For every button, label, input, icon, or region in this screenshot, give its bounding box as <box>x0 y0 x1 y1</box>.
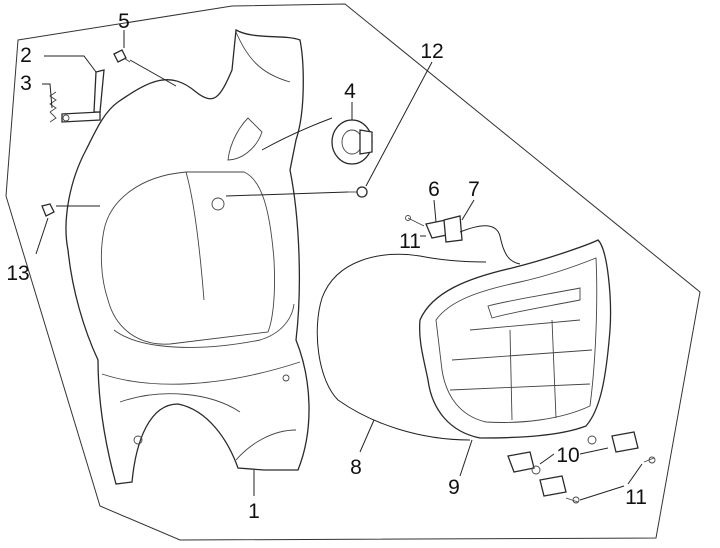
callout-6: 6 <box>428 178 440 201</box>
leader-lines <box>35 30 643 501</box>
part-screw-12 <box>348 186 368 198</box>
part-leg-shield <box>65 28 310 485</box>
part-glove-box <box>418 239 612 439</box>
part-hinges <box>507 431 639 497</box>
callout-1: 1 <box>248 500 260 523</box>
part-screws-11 <box>565 456 656 504</box>
callout-5: 5 <box>118 10 130 33</box>
callout-7: 7 <box>468 178 480 201</box>
callout-4: 4 <box>344 80 356 103</box>
callout-2: 2 <box>20 44 32 67</box>
part-latch-6-7 <box>405 215 463 243</box>
callout-10: 10 <box>556 444 579 467</box>
part-hook <box>61 69 105 123</box>
callout-9: 9 <box>448 476 460 499</box>
callout-8: 8 <box>350 456 362 479</box>
part-lock-ring <box>331 119 373 165</box>
callout-13: 13 <box>6 262 29 285</box>
callout-3: 3 <box>20 72 32 95</box>
part-cable <box>316 225 521 441</box>
callout-11-lower: 11 <box>625 486 647 509</box>
part-clip-13 <box>41 203 55 217</box>
callout-12: 12 <box>420 40 443 63</box>
part-screw-top <box>113 49 131 63</box>
assembly-frame <box>5 3 701 541</box>
callout-11-upper: 11 <box>399 230 421 253</box>
